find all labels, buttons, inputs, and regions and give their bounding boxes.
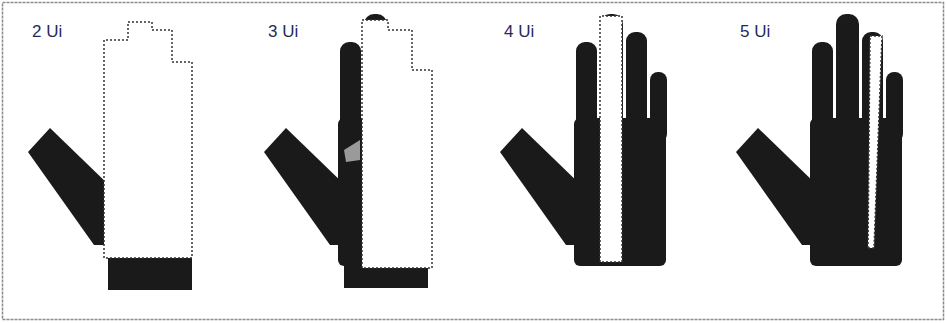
affected-area [362,20,432,268]
index-finger [576,42,597,142]
panel-label: 2 Ui [32,22,62,42]
thumb [28,128,112,245]
panel-label: 5 Ui [740,22,770,42]
little-finger [650,72,667,142]
thumb [500,128,584,245]
panel-label: 4 Ui [504,22,534,42]
index-finger [812,42,833,142]
little-finger [886,72,903,142]
affected-area [104,22,192,258]
thumb [736,128,820,245]
affected-area [868,36,882,248]
middle-finger [836,14,859,134]
panel-label: 3 Ui [268,22,298,42]
wrist [108,258,192,290]
ring-finger [626,32,647,132]
shaded-patch [344,140,360,162]
affected-area [600,16,622,262]
frame-border [3,3,944,320]
thumb [264,128,348,245]
index-finger [340,42,361,142]
